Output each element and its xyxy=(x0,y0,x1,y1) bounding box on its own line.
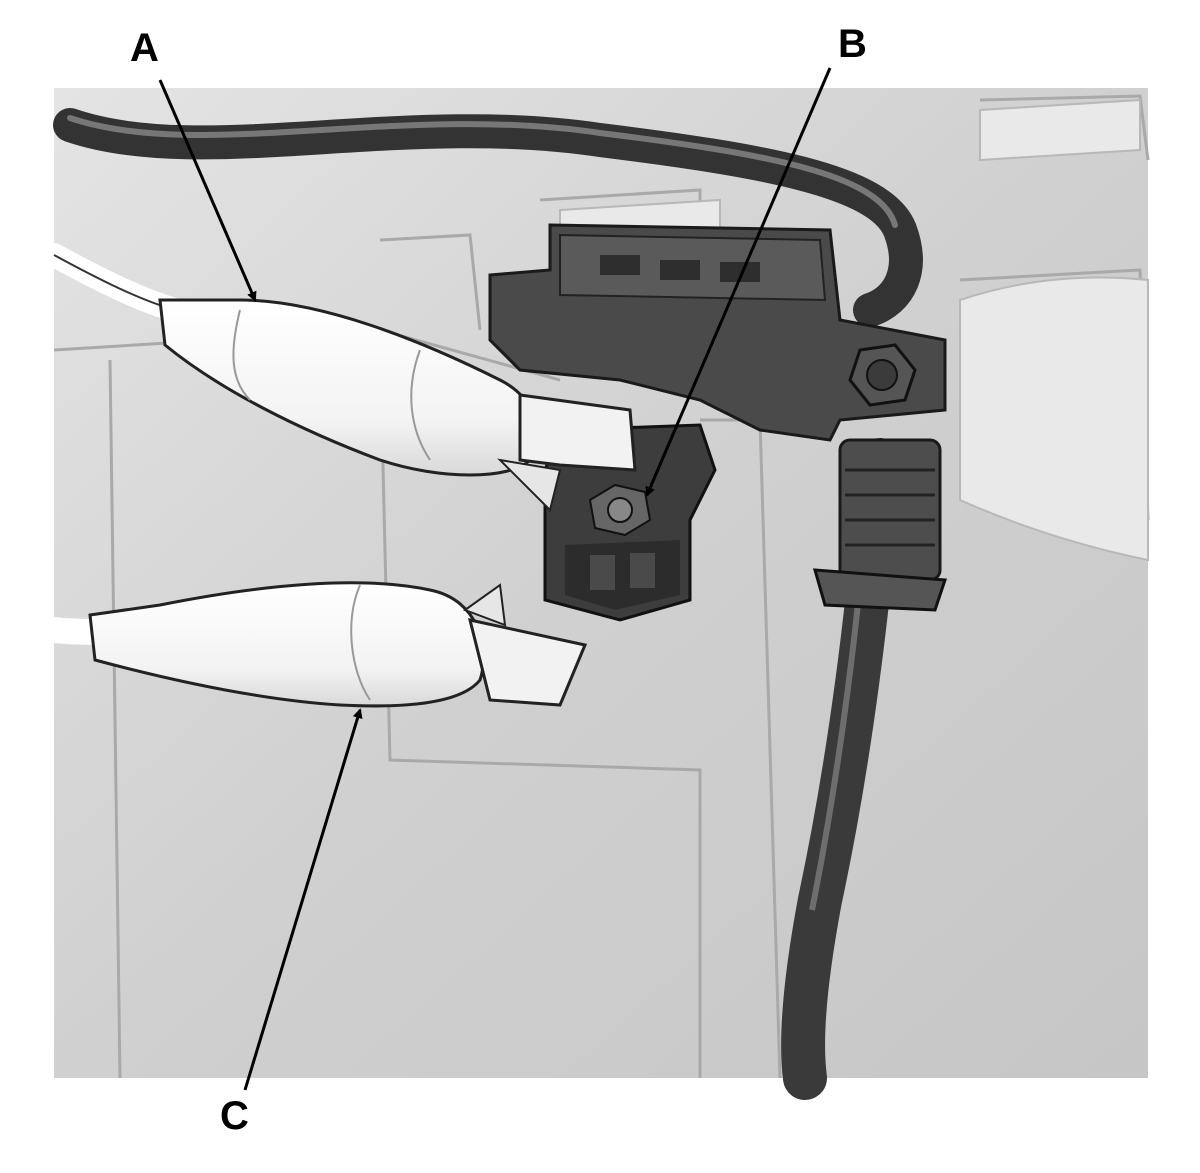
test-lead-a xyxy=(42,243,637,512)
bracket-bolt xyxy=(848,343,917,407)
leader-line-b xyxy=(645,67,832,497)
test-lead-c xyxy=(41,581,588,708)
leader-line-a xyxy=(158,79,257,302)
leader-line-c xyxy=(243,708,363,1091)
callout-label-b: B xyxy=(838,22,867,66)
vertical-cable xyxy=(781,438,948,1100)
ground-terminal xyxy=(543,423,717,622)
callout-label-c: C xyxy=(220,1094,249,1138)
upper-harness xyxy=(53,108,923,327)
callout-label-a: A xyxy=(130,26,159,70)
upper-harness-highlight xyxy=(67,115,898,228)
background-structure xyxy=(53,94,1150,1079)
background-light-shapes xyxy=(559,98,1149,562)
